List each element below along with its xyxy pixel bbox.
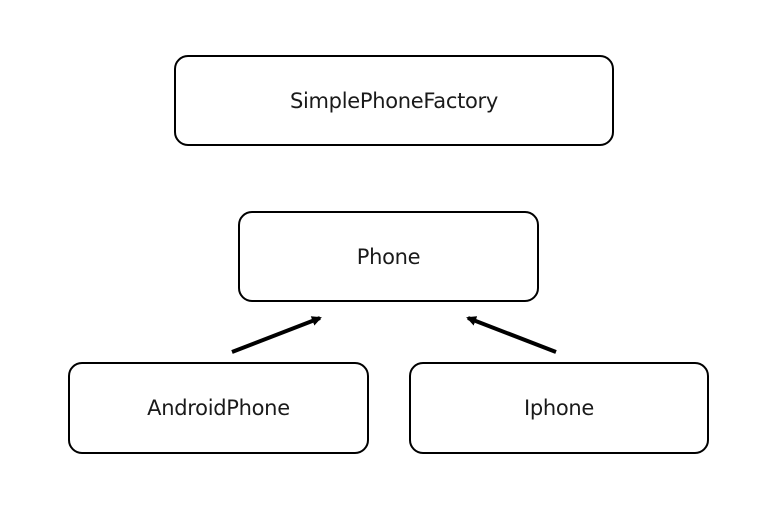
node-simple-phone-factory: SimplePhoneFactory [174,55,614,146]
node-android-phone: AndroidPhone [68,362,369,454]
node-label-phone: Phone [356,244,421,269]
node-label-android-phone: AndroidPhone [147,396,290,420]
edge-iphone-to-phone [466,316,557,354]
edge-android-to-phone [231,316,322,354]
node-label-simple-phone-factory: SimplePhoneFactory [289,88,499,113]
node-label-iphone: Iphone [523,396,595,420]
node-phone: Phone [238,211,539,302]
node-iphone: Iphone [409,362,709,454]
